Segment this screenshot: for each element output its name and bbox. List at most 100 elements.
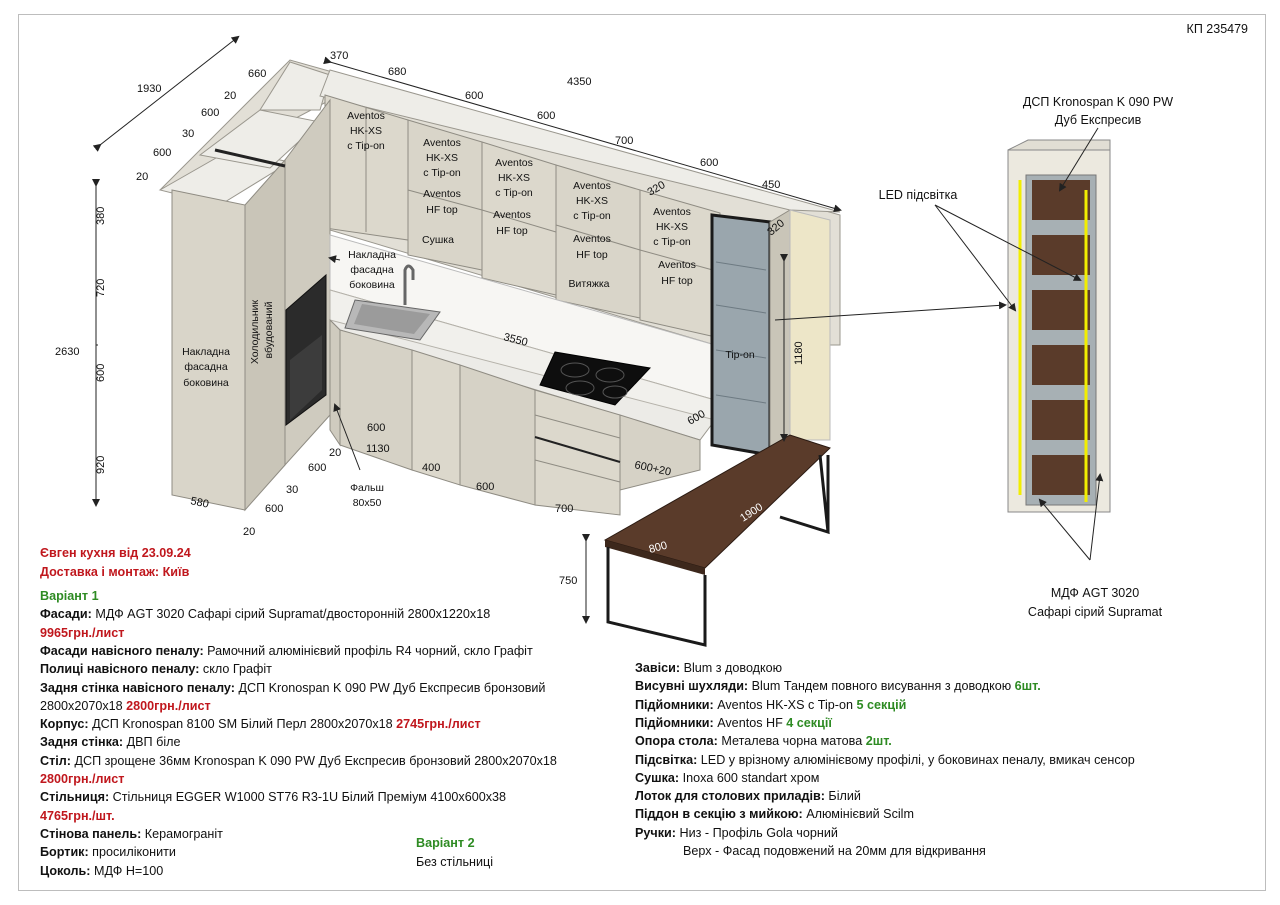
left-spec-line: Бортик: просиліконити (40, 843, 176, 861)
label-fridge-b: вбудований (263, 301, 275, 358)
label-dsp-b: Дуб Експресив (1055, 113, 1142, 127)
left-spec-line: Стіл: ДСП зрощене 36мм Kronospan K 090 P… (40, 752, 557, 770)
dim-700b: 700 (555, 503, 573, 515)
label-mdf-b: Сафарі сірий Supramat (1028, 605, 1163, 619)
spec-text: ДСП Kronospan K 090 PW Дуб Експресив бро… (234, 680, 546, 695)
label-vytiazhka: Витяжка (568, 278, 609, 290)
spec-text: МДФ AGT 3020 Сафарі сірий Supramat/двост… (91, 607, 491, 622)
spec-text: МДФ H=100 (90, 863, 164, 878)
spec-text: просиліконити (88, 845, 176, 860)
table-leg-back (779, 454, 830, 535)
spec-label: Фасади: (40, 607, 92, 622)
left-spec-line: 9965грн./лист (40, 624, 124, 642)
right-spec-line: Завіси: Blum з доводкою (635, 659, 782, 677)
label-tipon: Tip-on (725, 349, 755, 361)
label-fridge-a: Холодильник (249, 300, 261, 365)
left-spec-line: 2800грн./лист (40, 770, 124, 788)
left-spec-line: Корпус: ДСП Kronospan 8100 SM Білий Перл… (40, 715, 481, 733)
label-hf-3a: Aventos (573, 233, 611, 245)
label-mdf-a: МДФ AGT 3020 (1051, 586, 1139, 600)
spec-label: Опора стола: (635, 734, 718, 749)
spec-text: Верх - Фасад подовжений на 20мм для відк… (683, 844, 986, 858)
right-spec-line: Підсвітка: LED у врізному алюмінієвому п… (635, 751, 1135, 769)
dim-580: 580 (189, 495, 209, 511)
dim-600e: 600 (153, 147, 171, 159)
spec-text: Aventos HF (713, 715, 787, 730)
spec-label: Корпус: (40, 717, 89, 732)
dim-600j: 600 (476, 481, 494, 493)
label-falsh-a: Фальш (350, 482, 384, 494)
label-hf-2b: HF top (496, 225, 528, 237)
dim-380: 380 (95, 207, 107, 225)
left-spec-line: Варіант 1 (40, 587, 99, 605)
label-aventos-5b: HK-XS (656, 221, 688, 233)
spec-label: Піддон в секцію з мийкою: (635, 807, 803, 822)
spec-text: Білий (824, 789, 861, 804)
spec-text: ДВП біле (123, 735, 181, 750)
spec-text: ДСП Kronospan 8100 SM Білий Перл 2800х20… (88, 717, 397, 732)
spec-text: Алюмінієвий Scilm (802, 807, 914, 822)
dim-30a: 30 (182, 128, 194, 140)
label-hf-1b: HF top (426, 204, 458, 216)
label-led: LED підсвітка (879, 188, 958, 202)
dim-720: 720 (95, 279, 107, 297)
dim-600f: 600 (95, 364, 107, 382)
dim-800: 800 (648, 540, 669, 556)
label-nakladna-left-b: фасадна (184, 361, 227, 373)
left-spec-line: 2800x2070x18 2800грн./лист (40, 697, 211, 715)
dim-2630: 2630 (55, 346, 79, 358)
spec-label: Стільниця: (40, 790, 110, 805)
right-spec-line: Опора стола: Металева чорна матова 2шт. (635, 732, 892, 750)
dim-30b: 30 (286, 484, 298, 496)
client-header: Євген кухня від 23.09.24 (40, 546, 191, 560)
spec-label: Фасади навісного пеналу: (40, 643, 204, 658)
right-spec-line: Верх - Фасад подовжений на 20мм для відк… (683, 842, 986, 860)
right-spec-line: Підйомники: Aventos HK-XS с Tip-on 5 сек… (635, 696, 906, 714)
spec-label: Завіси: (635, 661, 681, 675)
spec-text: Низ - Профіль Gola чорний (675, 825, 838, 840)
dimension-labels: 1930 660 370 680 4350 600 600 700 600 45… (55, 50, 805, 587)
left-spec-line: Фасади: МДФ AGT 3020 Сафарі сірий Supram… (40, 605, 490, 623)
dim-600k: 600 (265, 503, 283, 515)
dim-1930: 1930 (137, 83, 161, 95)
dim-3550: 3550 (502, 331, 529, 349)
dim-20b: 20 (136, 171, 148, 183)
label-falsh-b: 80x50 (353, 497, 382, 509)
dim-20c: 20 (329, 447, 341, 459)
label-dsp-a: ДСП Kronospan K 090 PW (1023, 95, 1173, 109)
spec-price: 2800грн./лист (40, 772, 125, 786)
dim-660: 660 (248, 68, 266, 80)
label-aventos-2b: HK-XS (426, 152, 458, 164)
dim-600b: 600 (537, 110, 555, 122)
spec-text: Стільниця EGGER W1000 ST76 R3-1U Білий П… (109, 790, 507, 805)
faucet (403, 264, 415, 305)
label-nakladna-left-c: боковина (183, 377, 229, 389)
label-hf-3b: HF top (576, 249, 608, 261)
right-spec-line: Висувні шухляди: Blum Тандем повного вис… (635, 677, 1041, 695)
spec-text: 2800x2070x18 (40, 698, 127, 713)
spec-label: Висувні шухляди: (635, 679, 749, 694)
right-spec-line: Лоток для столових приладів: Білий (635, 787, 861, 805)
glass-cabinet (710, 213, 772, 457)
label-aventos-2a: Aventos (423, 137, 461, 149)
left-spec-line: Стільниця: Стільниця EGGER W1000 ST76 R3… (40, 788, 506, 806)
dim-920: 920 (95, 456, 107, 474)
spec-price: 4765грн./шт. (40, 808, 115, 823)
label-hf-4b: HF top (661, 275, 693, 287)
table-leg-front (606, 547, 707, 647)
project-code: КП 235479 (1186, 22, 1248, 36)
label-aventos-3a: Aventos (495, 157, 533, 169)
dim-370: 370 (330, 50, 348, 62)
spec-text: ДСП зрощене 36мм Kronospan K 090 PW Дуб … (70, 753, 557, 768)
dim-1130: 1130 (366, 443, 390, 455)
spec-label: Бортик: (40, 845, 89, 860)
label-aventos-3b: HK-XS (498, 172, 530, 184)
dim-680: 680 (388, 66, 406, 78)
variant2-title: Варіант 2 (416, 836, 475, 850)
left-spec-line: Задня стінка: ДВП біле (40, 733, 180, 751)
left-spec-line: 4765грн./шт. (40, 807, 115, 825)
dim-600d: 600 (201, 107, 219, 119)
label-aventos-5a: Aventos (653, 206, 691, 218)
callout-labels: LED підсвітка ДСП Kronospan K 090 PW Дуб… (879, 95, 1174, 619)
